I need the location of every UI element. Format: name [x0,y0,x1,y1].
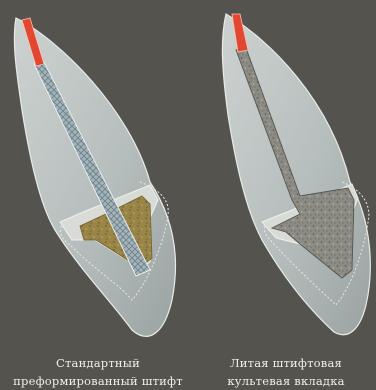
left-caption-line-1: Стандартный [0,354,196,372]
right-caption-line-2: культевая вкладка [196,372,376,390]
right-caption-line-1: Литая штифтовая [196,354,376,372]
right-tooth-figure [222,14,370,335]
right-figure-caption: Литая штифтовая культевая вкладка [196,354,376,390]
left-tooth-figure [14,18,175,336]
left-caption-line-2: преформированный штифт [0,372,196,390]
left-figure-caption: Стандартный преформированный штифт [0,354,196,390]
